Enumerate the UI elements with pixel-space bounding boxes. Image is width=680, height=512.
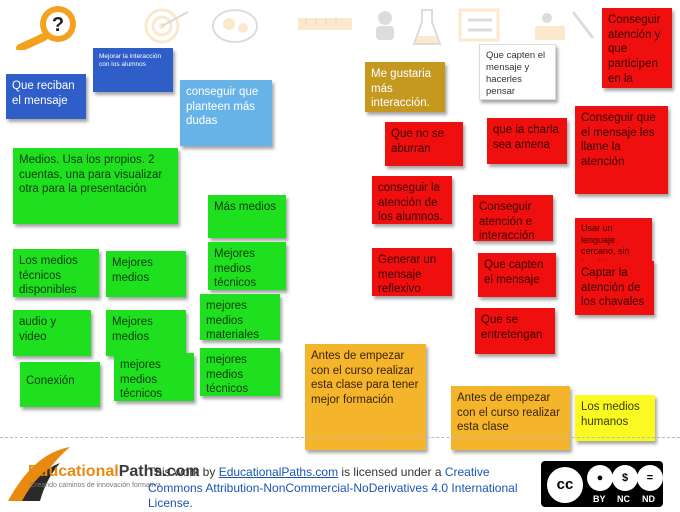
cc-license-badge[interactable]: cc ● $ = BY NC ND	[541, 461, 663, 507]
creative-commons-link[interactable]: Creative Commons Attribution-NonCommerci…	[148, 465, 518, 511]
sticky-note: conseguir que planteen más dudas	[180, 80, 272, 146]
sticky-note: Que no se aburran	[385, 122, 463, 166]
sticky-note: conseguir la atención de los alumnos.	[372, 176, 452, 224]
attribution-icon: ●	[587, 465, 613, 491]
sticky-note: Mejores medios	[106, 251, 186, 297]
nd-label: ND	[642, 494, 655, 504]
by-label: BY	[593, 494, 606, 504]
ruler-icon	[298, 18, 352, 30]
logo-tagline: Creando caminos de innovación formativa	[30, 482, 161, 489]
sticky-note: Conseguir que el mensaje les llame la at…	[575, 106, 668, 194]
noderivatives-icon: =	[637, 465, 663, 491]
sticky-note: Los medios humanos	[575, 395, 655, 441]
sticky-note: Antes de empezar con el curso realizar e…	[451, 386, 570, 450]
chat-people-icon	[376, 11, 394, 40]
logo-text[interactable]: EducationalPaths.com	[28, 463, 200, 480]
educationalpaths-logo-icon	[8, 447, 70, 501]
sticky-note: Usar un lenguaje cercano, sin tecnicismo…	[575, 218, 652, 263]
noncommercial-icon: $	[612, 465, 638, 491]
sticky-note: audio y video	[13, 310, 91, 356]
sticky-note: que la charla sea amena	[487, 118, 567, 164]
flask-icon	[412, 9, 442, 45]
question-search-icon: ?	[16, 6, 76, 50]
sticky-note: Conseguir atención y que participen en l…	[602, 8, 672, 88]
sticky-note: mejores medios materiales	[200, 294, 280, 340]
sticky-note: Que se entretengan	[475, 308, 555, 354]
sticky-note: Generar un mensaje reflexivo	[372, 248, 452, 296]
sticky-note: Conexión	[20, 362, 100, 407]
educationalpaths-link[interactable]: EducationalPaths.com	[218, 465, 339, 479]
sticky-note: mejores medios técnicos	[200, 348, 280, 396]
sticky-note: Mejores medios técnicos	[208, 242, 286, 290]
target-icon	[144, 8, 189, 44]
brain-gears-icon	[212, 9, 258, 43]
header-icon-strip: ?	[0, 0, 600, 60]
checklist-icon	[458, 8, 500, 42]
sticky-note: Que capten el mensaje	[478, 253, 556, 297]
sticky-note: Que capten el mensaje y hacerles pensar	[479, 44, 556, 100]
nc-label: NC	[617, 494, 630, 504]
sticky-note: Mejores medios	[106, 310, 186, 356]
svg-text:?: ?	[52, 14, 64, 36]
sticky-note: Los medios técnicos disponibles	[13, 249, 99, 297]
sticky-note: Mejorar la interacción con los alumnos	[93, 48, 173, 92]
license-text: This work by EducationalPaths.com is lic…	[148, 465, 518, 511]
sticky-note: Antes de empezar con el curso realizar e…	[305, 344, 426, 450]
cc-icon: cc	[545, 465, 585, 505]
sticky-note: Captar la atención de los chavales	[575, 261, 654, 315]
sticky-note: Me gustaria más interacción.	[365, 62, 445, 112]
sticky-note: mejores medios técnicos	[114, 353, 194, 401]
sticky-note: Medios. Usa los propios. 2 cuentas, una …	[13, 148, 178, 224]
book-tools-icon	[535, 11, 595, 40]
sticky-note: Conseguir atención e interacción	[473, 195, 553, 241]
sticky-note: Más medios	[208, 195, 286, 238]
sticky-note: Que reciban el mensaje	[6, 74, 86, 119]
divider	[0, 437, 680, 438]
